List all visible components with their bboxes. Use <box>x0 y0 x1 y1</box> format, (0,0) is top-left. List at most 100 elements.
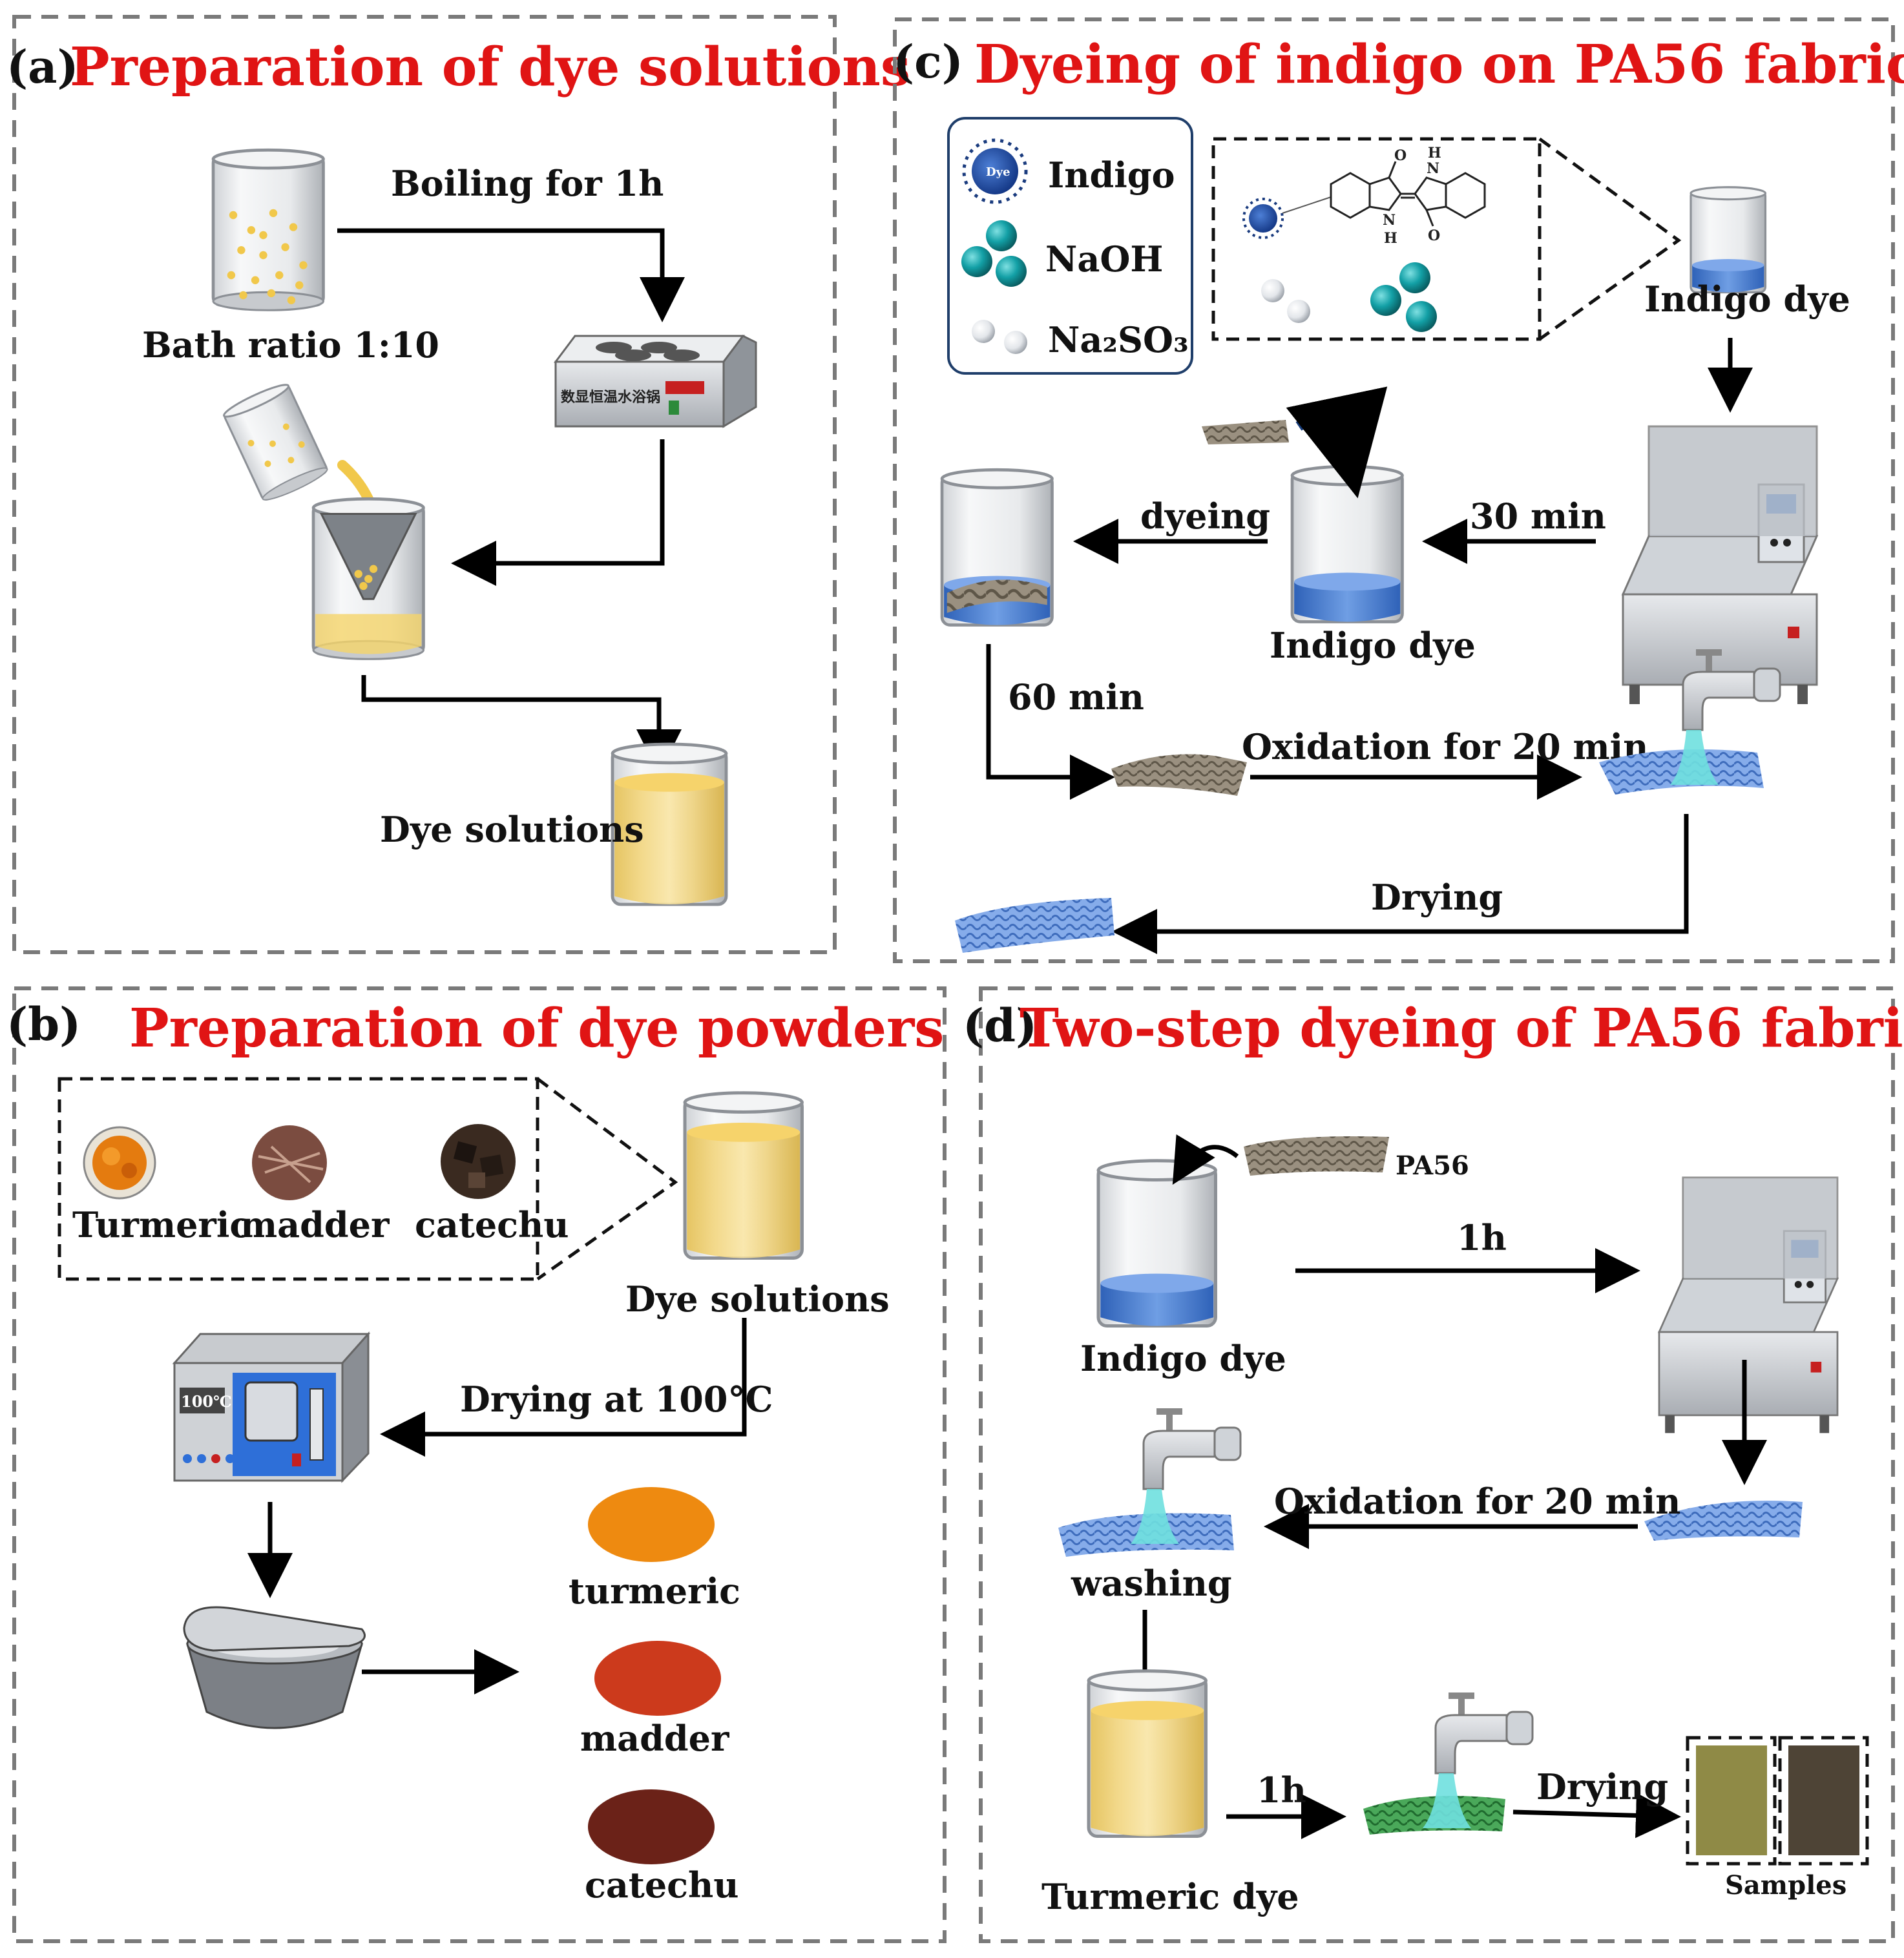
label-dyeing: dyeing <box>1140 495 1270 537</box>
label-dye-solutions-a: Dye solutions <box>380 809 644 850</box>
legend-naoh: NaOH <box>1045 238 1163 280</box>
label-1h-bottom: 1h <box>1257 1769 1306 1811</box>
panel-b: (b) Preparation of dye powders Turmeric … <box>6 986 947 1943</box>
dyeing-machine-c-icon <box>1622 425 1818 705</box>
indigo-dye-beaker-d-icon <box>1098 1161 1216 1326</box>
naoh-legend-icon <box>961 220 1027 287</box>
fabric-piece-d1 <box>1644 1501 1803 1541</box>
label-drying-d: Drying <box>1536 1766 1668 1807</box>
sample-frame-2 <box>1778 1736 1869 1866</box>
legend-indigo: Indigo <box>1048 154 1175 196</box>
label-turmeric-dye: Turmeric dye <box>1041 1876 1299 1917</box>
indigo-dye-beaker-mid-icon <box>1292 466 1403 621</box>
panel-a-title: Preparation of dye solutions <box>70 36 910 98</box>
molecule-spheres <box>1261 262 1437 332</box>
catechu-raw-icon <box>441 1124 516 1199</box>
na2so3-legend-icon <box>972 320 1027 354</box>
label-bath-ratio: Bath ratio 1:10 <box>142 324 439 366</box>
panel-d-title: Two-step dyeing of PA56 fabrics <box>1020 997 1904 1059</box>
water-bath-icon: 数显恒温水浴锅 <box>554 335 757 428</box>
panel-d: (d) Two-step dyeing of PA56 fabrics PA56… <box>963 986 1904 1943</box>
mortar-pestle-icon <box>183 1606 366 1729</box>
oven-icon: 100℃ <box>172 1331 371 1483</box>
dyeing-machine-d-icon <box>1658 1176 1839 1434</box>
label-1h-top: 1h <box>1457 1217 1507 1258</box>
label-indigo-dye-mid: Indigo dye <box>1270 625 1476 666</box>
arrow-a1 <box>337 228 685 322</box>
svg-text:N: N <box>1427 160 1439 177</box>
label-oxidation-c: Oxidation for 20 min <box>1242 726 1648 767</box>
label-indigo-dye-d: Indigo dye <box>1080 1338 1286 1379</box>
sample-swatch-1 <box>1696 1745 1767 1855</box>
label-oxidation-d: Oxidation for 20 min <box>1274 1481 1680 1522</box>
dye-solution-beaker-b-icon <box>685 1093 802 1258</box>
madder-powder-icon <box>594 1641 721 1716</box>
indigo-molecule-diagram <box>1242 161 1486 239</box>
fabric-piece-c4 <box>955 898 1114 953</box>
panel-c-title: Dyeing of indigo on PA56 fabrics <box>974 34 1904 96</box>
label-catechu-raw: catechu <box>415 1204 569 1245</box>
svg-text:O: O <box>1428 227 1440 244</box>
label-60-min: 60 min <box>1008 676 1144 718</box>
raw-materials-box <box>58 1077 539 1281</box>
label-madder-powder: madder <box>580 1718 729 1759</box>
panel-d-letter: (d) <box>963 999 1037 1052</box>
label-catechu-powder: catechu <box>585 1864 739 1906</box>
svg-text:O: O <box>1394 147 1407 164</box>
panel-a: (a) Preparation of dye solutions Boiling… <box>6 15 910 954</box>
arrow-b1 <box>380 1318 747 1457</box>
catechu-powder-icon <box>588 1789 715 1864</box>
turmeric-raw-icon <box>83 1126 156 1200</box>
water-bath-text: 数显恒温水浴锅 <box>561 389 660 406</box>
panel-d-border <box>979 986 1895 1943</box>
label-madder-raw: madder <box>240 1204 390 1245</box>
zoom-lines-c <box>1538 137 1682 341</box>
panel-c-border <box>893 17 1895 963</box>
drop-arrow-c <box>1286 386 1388 499</box>
arrow-a3 <box>361 675 682 775</box>
pa56-fabric-icon <box>1244 1136 1389 1176</box>
indigo-dye-beaker-top-icon <box>1690 186 1767 294</box>
madder-raw-icon <box>252 1125 327 1200</box>
label-indigo-dye-top: Indigo dye <box>1644 278 1850 320</box>
label-pa56: PA56 <box>1396 1151 1469 1181</box>
label-turmeric-powder: turmeric <box>569 1570 740 1612</box>
arrow-a2 <box>451 439 665 586</box>
label-30-min: 30 min <box>1470 495 1606 537</box>
turmeric-powder-icon <box>588 1487 715 1562</box>
legend-na2so3: Na₂SO₃ <box>1048 319 1189 360</box>
panel-b-letter: (b) <box>6 997 81 1051</box>
label-drying-b: Drying at 100°C <box>460 1379 773 1420</box>
panel-a-letter: (a) <box>6 40 79 94</box>
dye-badge-text: Dye <box>986 165 1010 179</box>
svg-text:H: H <box>1384 230 1397 247</box>
zoom-lines-b <box>536 1078 678 1281</box>
arrow-c6 <box>1112 814 1689 954</box>
fabric-piece-c1 <box>1202 420 1289 444</box>
panel-c: (c) Dyeing of indigo on PA56 fabrics Dye… <box>893 17 1904 963</box>
fabric-piece-c2 <box>1111 754 1247 796</box>
dyeing-beaker-with-fabric-icon <box>942 470 1052 625</box>
arrow-c4 <box>986 644 1115 800</box>
molecule-box <box>1211 137 1542 341</box>
turmeric-dye-beaker-icon <box>1089 1671 1206 1837</box>
indigo-legend-icon: Dye <box>962 138 1028 204</box>
label-washing: washing <box>1071 1563 1232 1604</box>
panel-b-border <box>12 986 947 1943</box>
arrow-d6 <box>1512 1793 1681 1838</box>
label-drying-c: Drying <box>1371 877 1503 918</box>
oven-display: 100℃ <box>181 1392 232 1411</box>
svg-text:H: H <box>1428 145 1441 161</box>
beaker-with-seeds-icon <box>213 150 324 310</box>
label-samples: Samples <box>1725 1870 1846 1901</box>
label-boiling: Boiling for 1h <box>391 163 664 204</box>
sample-frame-1 <box>1686 1736 1777 1866</box>
panel-a-border <box>12 15 837 954</box>
pouring-beaker-icon <box>220 379 331 505</box>
label-dye-solutions-b: Dye solutions <box>625 1278 890 1320</box>
panel-b-title: Preparation of dye powders <box>129 997 944 1059</box>
sample-swatch-2 <box>1788 1745 1859 1855</box>
drop-arrow-d <box>1172 1134 1239 1185</box>
panel-c-letter: (c) <box>893 35 963 89</box>
label-turmeric-raw: Turmeric <box>72 1204 251 1245</box>
